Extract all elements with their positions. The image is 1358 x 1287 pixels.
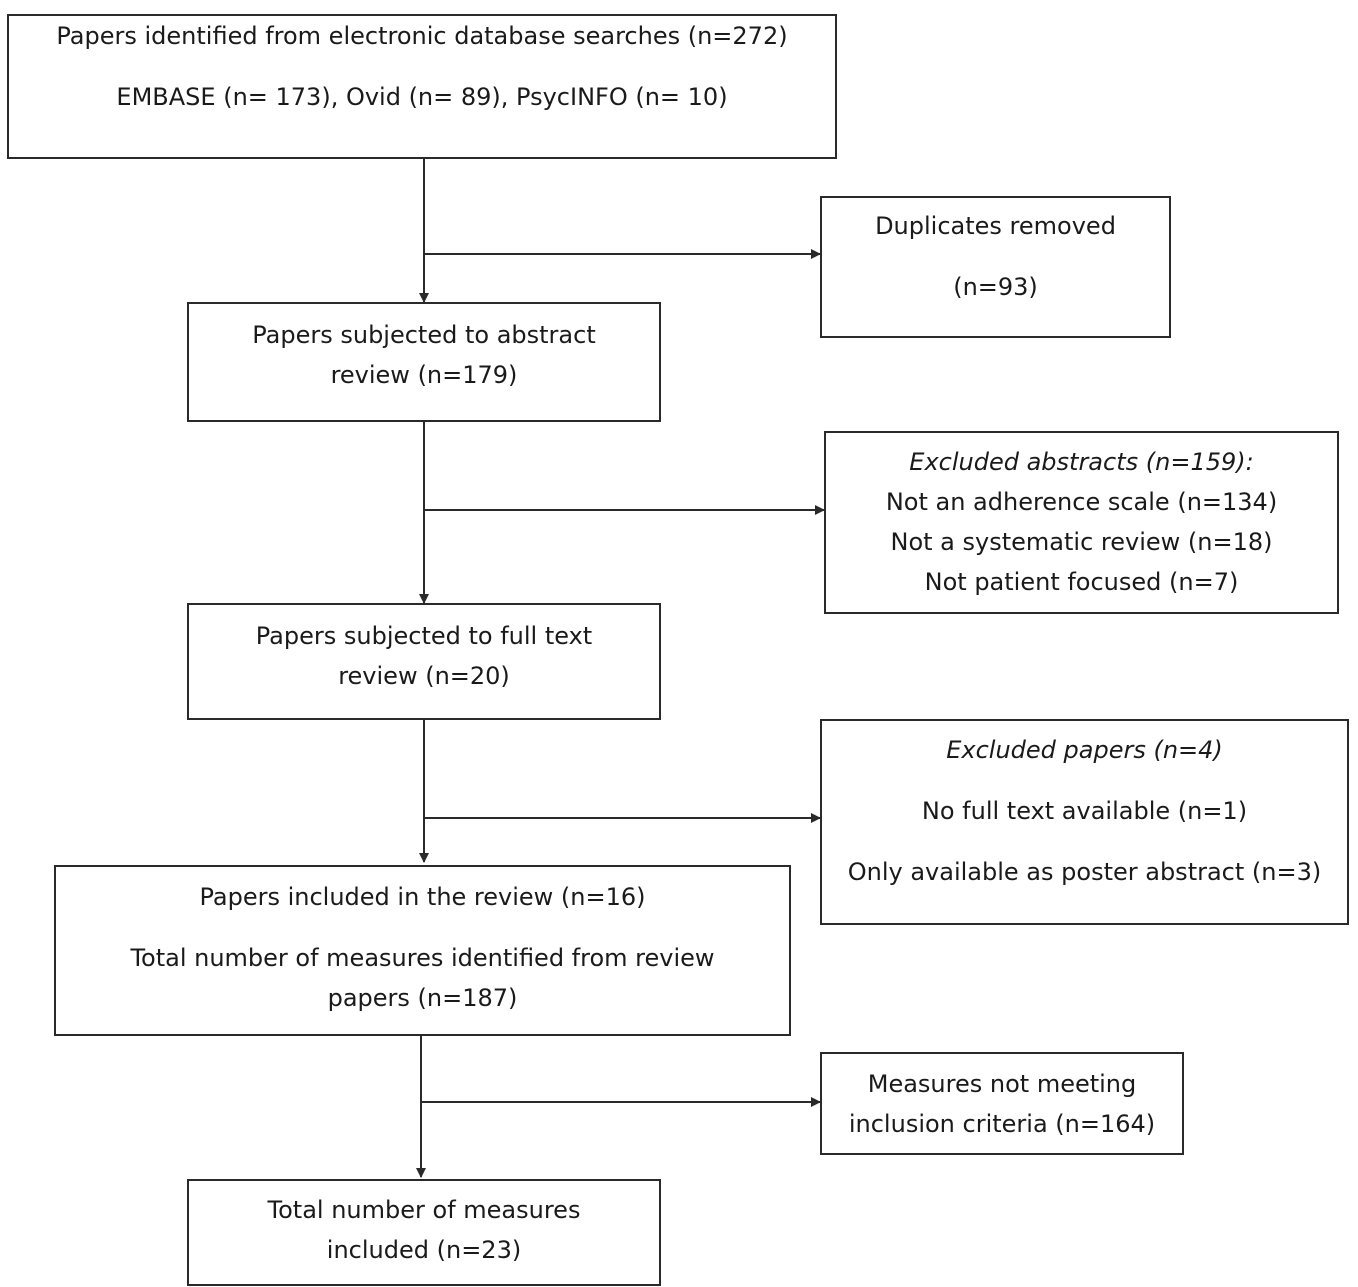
included-measures-line2: papers (n=187): [327, 984, 518, 1012]
final-line1: Total number of measures: [267, 1196, 581, 1224]
duplicates-box: Duplicates removed (n=93): [820, 196, 1171, 338]
identification-title: Papers identified from electronic databa…: [56, 22, 788, 50]
identification-sources: EMBASE (n= 173), Ovid (n= 89), PsycINFO …: [116, 83, 728, 111]
excluded-papers-title: Excluded papers (n=4): [946, 736, 1223, 764]
full-text-review-line1: Papers subjected to full text: [255, 622, 593, 650]
excluded-reason-not-adherence-scale: Not an adherence scale (n=134): [885, 488, 1278, 516]
excluded-reason-not-patient-focused: Not patient focused (n=7): [924, 568, 1239, 596]
abstract-review-line1: Papers subjected to abstract: [252, 321, 596, 349]
not-meeting-box: Measures not meeting inclusion criteria …: [820, 1052, 1184, 1155]
final-box: Total number of measures included (n=23): [187, 1179, 661, 1286]
excluded-abstracts-box: Excluded abstracts (n=159): Not an adher…: [824, 431, 1339, 614]
duplicates-title: Duplicates removed: [875, 212, 1116, 240]
excluded-reason-no-full-text: No full text available (n=1): [921, 797, 1248, 825]
not-meeting-line1: Measures not meeting: [867, 1070, 1137, 1098]
abstract-review-box: Papers subjected to abstract review (n=1…: [187, 302, 661, 422]
duplicates-count: (n=93): [953, 273, 1038, 301]
included-box: Papers included in the review (n=16) Tot…: [54, 865, 791, 1036]
excluded-abstracts-title: Excluded abstracts (n=159):: [909, 448, 1254, 476]
excluded-reason-not-systematic-review: Not a systematic review (n=18): [890, 528, 1273, 556]
excluded-reason-poster-abstract: Only available as poster abstract (n=3): [847, 858, 1322, 886]
identification-box: Papers identified from electronic databa…: [7, 14, 837, 159]
full-text-review-line2: review (n=20): [338, 662, 510, 690]
not-meeting-line2: inclusion criteria (n=164): [848, 1110, 1156, 1138]
included-papers: Papers included in the review (n=16): [199, 883, 646, 911]
final-line2: included (n=23): [326, 1236, 522, 1264]
full-text-review-box: Papers subjected to full text review (n=…: [187, 603, 661, 720]
included-measures-line1: Total number of measures identified from…: [130, 944, 715, 972]
abstract-review-line2: review (n=179): [330, 361, 518, 389]
excluded-papers-box: Excluded papers (n=4) No full text avail…: [820, 719, 1349, 925]
